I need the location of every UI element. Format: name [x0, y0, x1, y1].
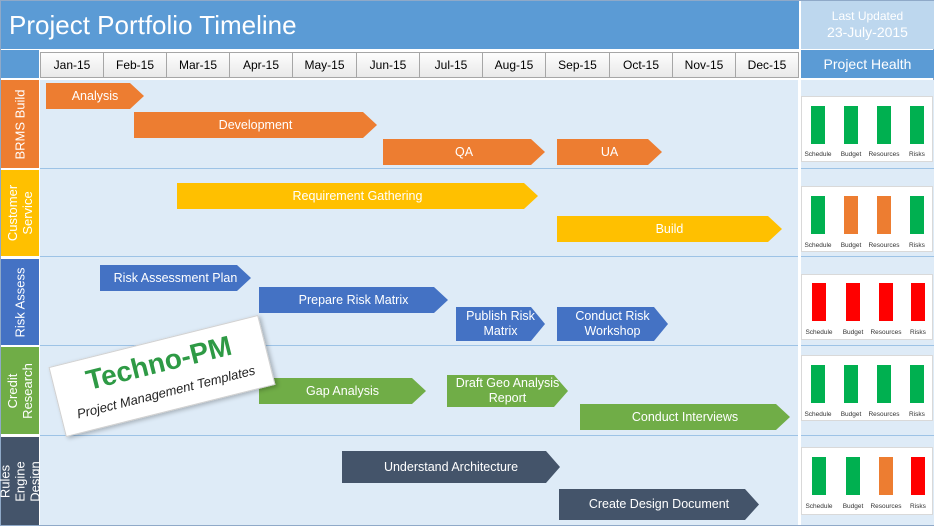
month-header: Mar-15 [166, 52, 230, 78]
health-bar-budget [844, 365, 858, 403]
task-bar-analysis[interactable]: Analysis [46, 83, 144, 109]
health-bar-schedule [811, 106, 825, 144]
task-bar-publish-risk-matrix[interactable]: Publish Risk Matrix [456, 307, 545, 341]
health-bar-risks [910, 365, 924, 403]
health-label: Budget [842, 503, 864, 510]
health-label: Budget [840, 411, 862, 418]
last-updated-box: Last Updated 23-July-2015 [801, 1, 934, 49]
month-header: Jul-15 [419, 52, 483, 78]
project-health-header: Project Health [801, 50, 934, 78]
task-bar-understand-architecture[interactable]: Understand Architecture [342, 451, 560, 483]
task-bar-ua[interactable]: UA [557, 139, 662, 165]
swimlane-customer-service [40, 169, 798, 257]
month-header: Jun-15 [356, 52, 420, 78]
task-bar-risk-assessment-plan[interactable]: Risk Assessment Plan [100, 265, 251, 291]
health-bar-risks [911, 283, 925, 321]
title-bar: Project Portfolio Timeline [1, 1, 799, 49]
health-bar-budget [844, 196, 858, 234]
page-title: Project Portfolio Timeline [9, 10, 297, 40]
task-bar-requirement-gathering[interactable]: Requirement Gathering [177, 183, 538, 209]
health-label: Resources [868, 151, 900, 158]
lane-label-credit-research: Credit Research [1, 347, 39, 434]
lane-label-rules-engine-design: Rules Engine Design [0, 437, 43, 525]
health-label: Risks [909, 151, 925, 158]
task-bar-qa[interactable]: QA [383, 139, 545, 165]
task-bar-draft-geo-analysis-report[interactable]: Draft Geo Analysis Report [447, 375, 568, 407]
health-bar-resources [879, 283, 893, 321]
health-label: Schedule [804, 242, 832, 249]
task-bar-development[interactable]: Development [134, 112, 377, 138]
health-label: Schedule [805, 503, 833, 510]
month-header: Oct-15 [609, 52, 673, 78]
health-bar-resources [879, 457, 893, 495]
health-label: Schedule [804, 411, 832, 418]
health-bar-resources [877, 106, 891, 144]
task-bar-conduct-risk-workshop[interactable]: Conduct Risk Workshop [557, 307, 668, 341]
lane-label-customer-service: Customer Service [1, 170, 39, 256]
last-updated-label: Last Updated [831, 9, 904, 23]
month-header: Aug-15 [482, 52, 546, 78]
health-bar-risks [910, 106, 924, 144]
header-corner [1, 50, 39, 78]
health-label: Schedule [804, 151, 832, 158]
month-header: Nov-15 [672, 52, 736, 78]
health-label: Budget [840, 242, 862, 249]
health-bar-schedule [811, 365, 825, 403]
health-label: Risks [909, 242, 925, 249]
lane-label-risk-assess: Risk Assess [1, 259, 39, 345]
month-header: Feb-15 [103, 52, 167, 78]
task-bar-build[interactable]: Build [557, 216, 782, 242]
lane-label-brms-build: BRMS Build [1, 80, 39, 168]
task-bar-conduct-interviews[interactable]: Conduct Interviews [580, 404, 790, 430]
health-label: Schedule [805, 329, 833, 336]
health-label: Budget [842, 329, 864, 336]
health-bar-resources [877, 365, 891, 403]
health-label: Resources [868, 242, 900, 249]
task-bar-prepare-risk-matrix[interactable]: Prepare Risk Matrix [259, 287, 448, 313]
month-header: Sep-15 [545, 52, 610, 78]
health-label: Resources [870, 503, 902, 510]
health-label: Resources [868, 411, 900, 418]
health-bar-budget [846, 457, 860, 495]
health-bar-risks [911, 457, 925, 495]
month-header: Jan-15 [40, 52, 104, 78]
health-label: Risks [910, 503, 926, 510]
month-header: Apr-15 [229, 52, 293, 78]
last-updated-date: 23-July-2015 [827, 24, 908, 40]
health-label: Risks [909, 411, 925, 418]
health-bar-budget [844, 106, 858, 144]
month-header: Dec-15 [735, 52, 799, 78]
health-bar-resources [877, 196, 891, 234]
health-label: Budget [840, 151, 862, 158]
health-label: Risks [910, 329, 926, 336]
health-bar-risks [910, 196, 924, 234]
health-bar-schedule [811, 196, 825, 234]
health-bar-schedule [812, 457, 826, 495]
task-bar-gap-analysis[interactable]: Gap Analysis [259, 378, 426, 404]
health-bar-schedule [812, 283, 826, 321]
task-bar-create-design-document[interactable]: Create Design Document [559, 489, 759, 520]
month-header: May-15 [292, 52, 357, 78]
health-bar-budget [846, 283, 860, 321]
health-label: Resources [870, 329, 902, 336]
